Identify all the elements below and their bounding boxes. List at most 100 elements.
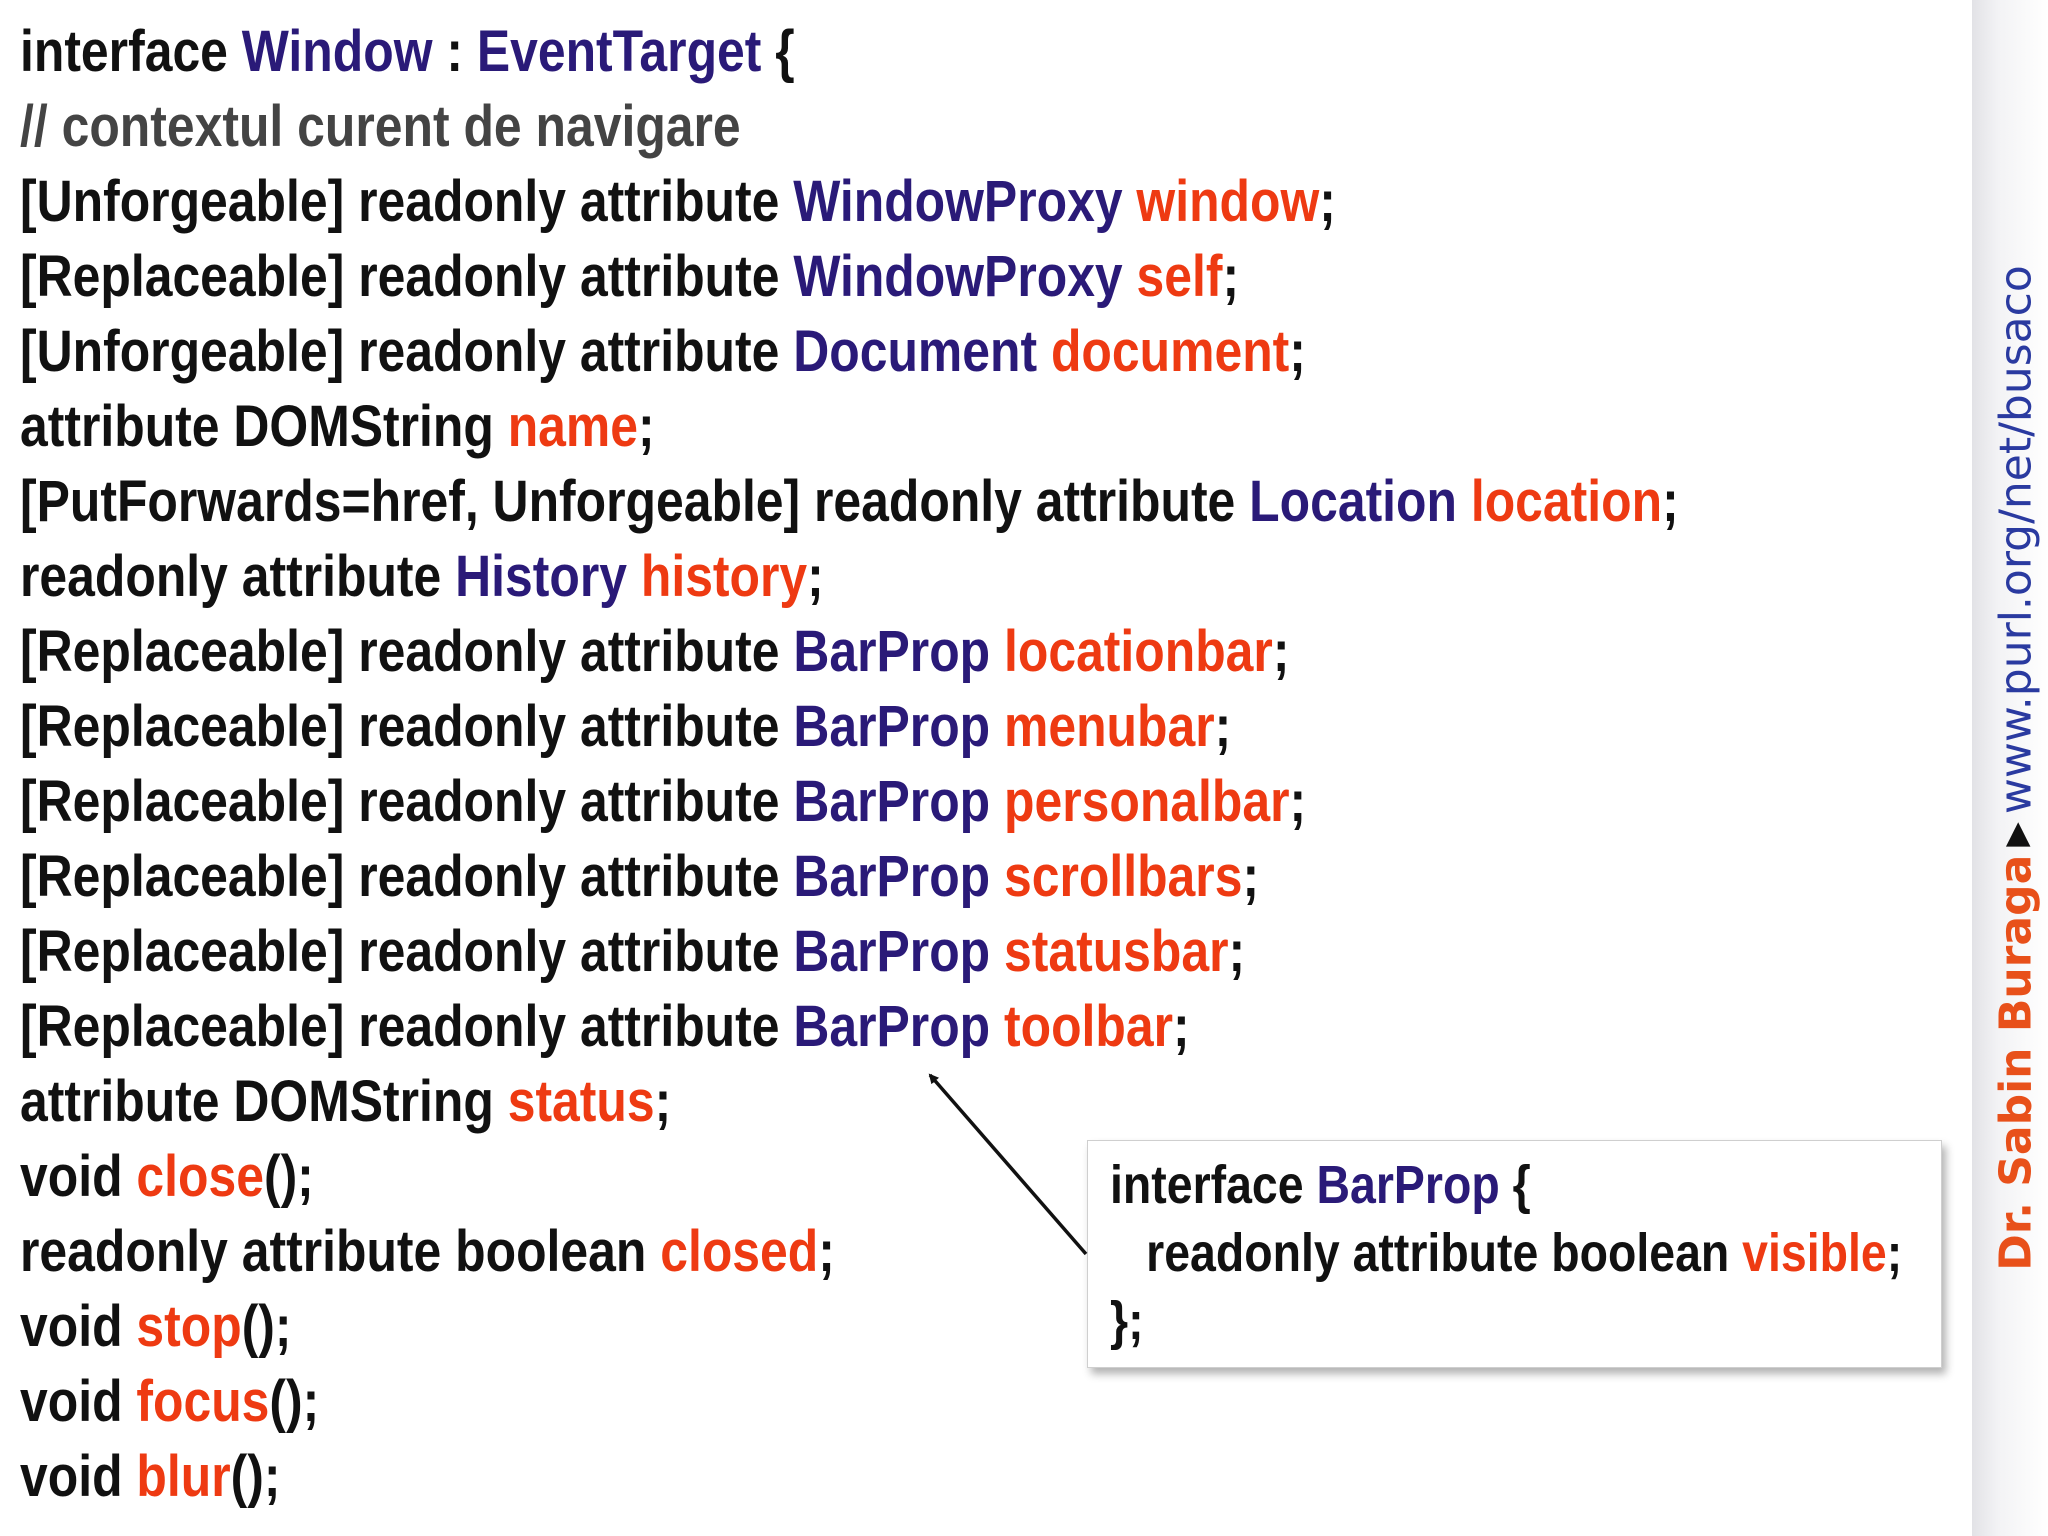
- code-token-kw: [1123, 169, 1137, 234]
- code-token-kw: ;: [638, 394, 655, 459]
- code-token-kw: [PutForwards=href, Unforgeable] readonly…: [20, 469, 1250, 534]
- code-line: [Replaceable] readonly attribute BarProp…: [20, 839, 1679, 914]
- code-token-kw: void: [20, 1144, 137, 1209]
- code-token-nm: document: [1050, 319, 1290, 384]
- code-token-nm: locationbar: [1004, 619, 1273, 684]
- code-token-ty: BarProp: [793, 694, 991, 759]
- code-line: [Replaceable] readonly attribute BarProp…: [20, 914, 1679, 989]
- code-token-kw: [Replaceable] readonly attribute: [20, 994, 794, 1059]
- code-token-kw: [990, 994, 1004, 1059]
- code-token-nm: name: [507, 394, 639, 459]
- code-line: attribute DOMString name;: [20, 389, 1679, 464]
- code-line: [Replaceable] readonly attribute BarProp…: [20, 614, 1679, 689]
- code-token-kw: [Replaceable] readonly attribute: [20, 919, 794, 984]
- code-token-kw: [1123, 244, 1137, 309]
- code-token-nm: focus: [136, 1369, 270, 1434]
- author-url: www.purl.org/net/busaco: [1990, 265, 2042, 815]
- code-line: void stop();: [20, 1289, 1679, 1364]
- code-token-nm: scrollbars: [1004, 844, 1243, 909]
- callout-token-ty: BarProp: [1316, 1155, 1500, 1215]
- code-token-nm: close: [136, 1144, 264, 1209]
- code-token-kw: [Unforgeable] readonly attribute: [20, 319, 794, 384]
- code-line: void close();: [20, 1139, 1679, 1214]
- code-token-kw: [990, 844, 1004, 909]
- triangle-right-icon: ▶: [1996, 822, 2035, 847]
- code-token-kw: ();: [241, 1294, 292, 1359]
- code-line: attribute DOMString status;: [20, 1064, 1679, 1139]
- code-token-kw: [990, 769, 1004, 834]
- callout-token-kw: {: [1499, 1155, 1531, 1215]
- callout-token-kw: };: [1110, 1291, 1144, 1351]
- code-line: [Replaceable] readonly attribute BarProp…: [20, 989, 1679, 1064]
- callout-token-kw: readonly attribute boolean: [1146, 1223, 1743, 1283]
- code-line: [PutForwards=href, Unforgeable] readonly…: [20, 464, 1679, 539]
- code-token-ty: BarProp: [793, 619, 991, 684]
- code-token-ty: History: [455, 544, 627, 609]
- code-token-kw: ;: [818, 1219, 835, 1284]
- code-token-kw: ;: [1222, 244, 1240, 309]
- callout-line: interface BarProp {: [1110, 1151, 1902, 1219]
- code-line: [Replaceable] readonly attribute BarProp…: [20, 689, 1679, 764]
- code-token-kw: ;: [654, 1069, 672, 1134]
- code-token-cm: // contextul curent de navigare: [20, 94, 741, 159]
- code-token-ty: WindowProxy: [793, 169, 1123, 234]
- code-token-kw: ;: [807, 544, 824, 609]
- code-token-kw: [990, 919, 1004, 984]
- code-token-kw: {: [761, 19, 795, 84]
- code-token-kw: void: [20, 1294, 137, 1359]
- barprop-callout-box: interface BarProp {readonly attribute bo…: [1087, 1140, 1942, 1368]
- code-token-kw: [Replaceable] readonly attribute: [20, 619, 794, 684]
- code-token-kw: [Replaceable] readonly attribute: [20, 694, 794, 759]
- code-listing: interface Window : EventTarget {// conte…: [20, 14, 1679, 1514]
- code-token-nm: closed: [660, 1219, 819, 1284]
- code-token-kw: ();: [230, 1444, 281, 1509]
- sidebar-credit: Dr. Sabin Buraga ▶ www.purl.org/net/busaco: [1991, 265, 2042, 1271]
- callout-token-kw: ;: [1886, 1223, 1903, 1283]
- code-token-kw: [627, 544, 641, 609]
- author-name: Dr. Sabin Buraga: [1990, 854, 2042, 1271]
- code-token-nm: location: [1470, 469, 1663, 534]
- code-token-nm: self: [1136, 244, 1223, 309]
- code-token-kw: ;: [1662, 469, 1679, 534]
- code-token-kw: ;: [1242, 844, 1260, 909]
- code-token-kw: void: [20, 1369, 137, 1434]
- code-token-kw: ;: [1272, 619, 1290, 684]
- code-token-kw: ();: [269, 1369, 320, 1434]
- code-token-kw: [Replaceable] readonly attribute: [20, 244, 794, 309]
- code-token-nm: statusbar: [1004, 919, 1229, 984]
- code-line: void focus();: [20, 1364, 1679, 1439]
- code-token-kw: ;: [1214, 694, 1232, 759]
- code-token-kw: ;: [1228, 919, 1246, 984]
- code-token-kw: ;: [1319, 169, 1336, 234]
- code-token-kw: interface: [20, 19, 242, 84]
- code-token-kw: attribute DOMString: [20, 1069, 508, 1134]
- code-token-kw: [990, 694, 1004, 759]
- code-token-kw: [1457, 469, 1471, 534]
- code-line: void blur();: [20, 1439, 1679, 1514]
- callout-token-kw: interface: [1110, 1155, 1317, 1215]
- code-token-kw: readonly attribute boolean: [20, 1219, 661, 1284]
- code-line: readonly attribute History history;: [20, 539, 1679, 614]
- code-token-ty: WindowProxy: [793, 244, 1123, 309]
- code-token-ty: BarProp: [793, 919, 991, 984]
- sidebar-strip: [1972, 0, 2048, 1536]
- callout-line: };: [1110, 1287, 1902, 1355]
- code-token-kw: :: [432, 19, 477, 84]
- code-line: // contextul curent de navigare: [20, 89, 1679, 164]
- code-token-nm: window: [1136, 169, 1320, 234]
- code-token-ty: EventTarget: [476, 19, 762, 84]
- code-token-ty: BarProp: [793, 769, 991, 834]
- callout-code: interface BarProp {readonly attribute bo…: [1110, 1151, 1902, 1355]
- code-token-nm: toolbar: [1004, 994, 1174, 1059]
- code-token-kw: readonly attribute: [20, 544, 456, 609]
- callout-line: readonly attribute boolean visible;: [1110, 1219, 1902, 1287]
- code-token-kw: void: [20, 1444, 137, 1509]
- code-token-kw: ;: [1289, 319, 1306, 384]
- code-token-ty: Location: [1249, 469, 1457, 534]
- code-line: [Replaceable] readonly attribute WindowP…: [20, 239, 1679, 314]
- code-line: interface Window : EventTarget {: [20, 14, 1679, 89]
- code-token-ty: BarProp: [793, 844, 991, 909]
- code-line: readonly attribute boolean closed;: [20, 1214, 1679, 1289]
- code-token-kw: ;: [1173, 994, 1190, 1059]
- code-token-ty: BarProp: [793, 994, 991, 1059]
